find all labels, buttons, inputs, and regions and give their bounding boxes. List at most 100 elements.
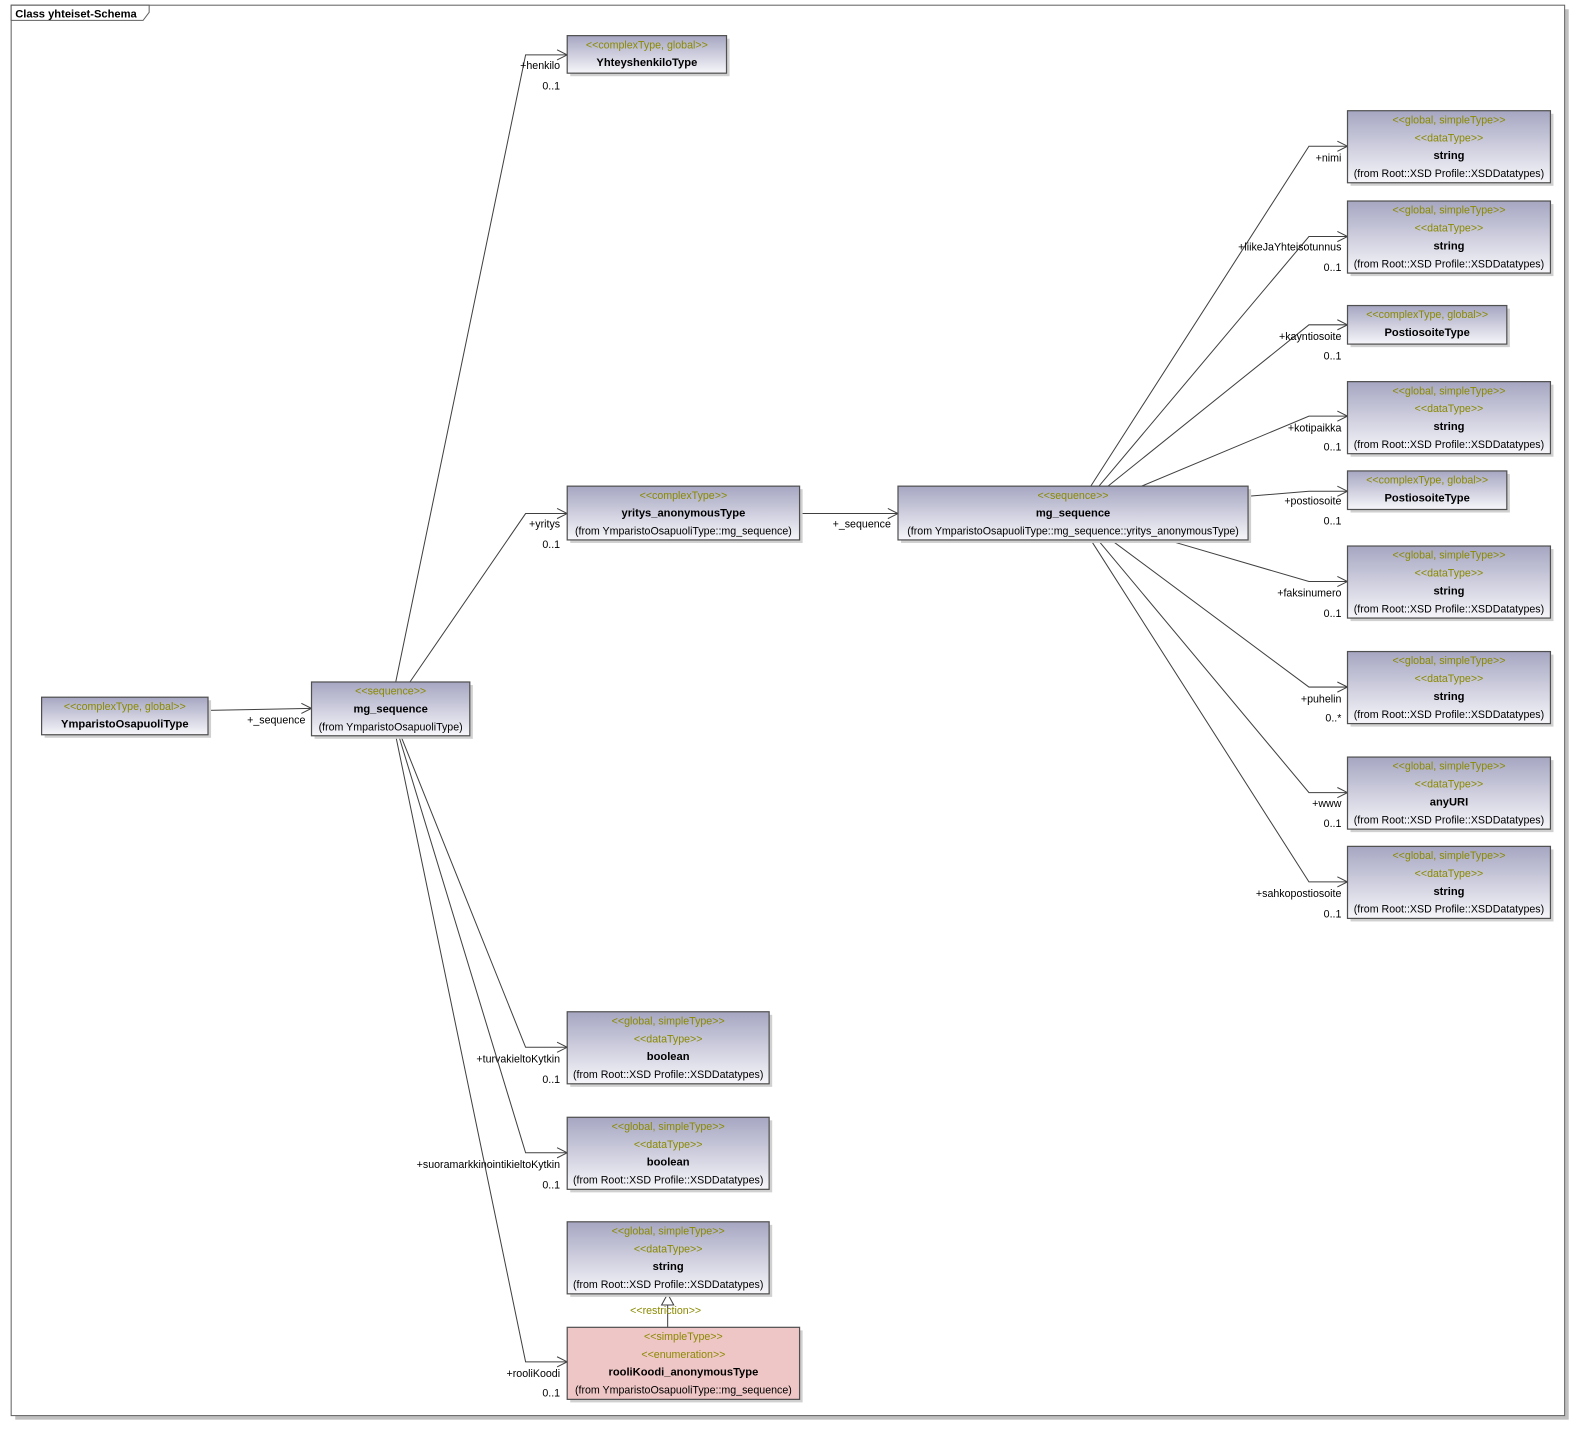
box-body[interactable] [566, 35, 728, 74]
class-box-liike[interactable]: <<global, simpleType>><<dataType>>string… [1346, 200, 1554, 277]
class-box-bool1[interactable]: <<global, simpleType>><<dataType>>boolea… [566, 1011, 773, 1087]
class-name: yritys_anonymousType [621, 508, 745, 520]
association-line[interactable] [208, 707, 312, 711]
class-box-str[interactable]: <<global, simpleType>><<dataType>>string… [566, 1221, 773, 1297]
box-body[interactable] [566, 1326, 801, 1400]
class-box-puhelin[interactable]: <<global, simpleType>><<dataType>>string… [1346, 650, 1554, 727]
class-box-www[interactable]: <<global, simpleType>><<dataType>>anyURI… [1346, 756, 1554, 833]
class-box-nimi[interactable]: <<global, simpleType>><<dataType>>string… [1346, 110, 1554, 186]
class-name: string [1433, 886, 1464, 898]
association-line[interactable] [1166, 539, 1348, 583]
class-box-bool2[interactable]: <<global, simpleType>><<dataType>>boolea… [566, 1116, 773, 1193]
class-box-seq1[interactable]: <<sequence>>mg_sequence(from YmparistoOs… [310, 681, 473, 739]
association-line[interactable] [1090, 145, 1348, 487]
namespace-label: (from Root::XSD Profile::XSDDatatypes) [573, 1175, 763, 1187]
class-box-posti[interactable]: <<complexType, global>>PostiosoiteType [1346, 470, 1510, 513]
box-body[interactable] [1346, 756, 1552, 830]
stereotype-label: <<global, simpleType>> [1392, 205, 1505, 217]
role-label: +www [1312, 798, 1342, 810]
association-line[interactable] [1107, 324, 1348, 487]
box-body[interactable] [1346, 650, 1552, 725]
stereotype-label: <<complexType, global>> [1366, 309, 1488, 321]
box-body[interactable] [1346, 381, 1552, 455]
class-box-yht[interactable]: <<complexType, global>>YhteyshenkiloType [566, 35, 730, 77]
class-box-rooli[interactable]: <<simpleType>><<enumeration>>rooliKoodi_… [566, 1326, 803, 1403]
multiplicity-label: 0..1 [542, 1179, 560, 1191]
association-line[interactable] [409, 513, 568, 683]
role-label: +_sequence [247, 715, 305, 727]
class-box-sahko[interactable]: <<global, simpleType>><<dataType>>string… [1346, 845, 1554, 922]
class-box-seq2[interactable]: <<sequence>>mg_sequence(from YmparistoOs… [897, 485, 1252, 543]
stereotype-label: <<global, simpleType>> [1392, 850, 1505, 862]
box-body[interactable] [1346, 845, 1552, 920]
class-box-ymp[interactable]: <<complexType, global>>YmparistoOsapuoli… [40, 696, 212, 738]
association-seq1[interactable]: +_sequence [208, 702, 313, 727]
box-body[interactable] [566, 1116, 770, 1190]
frame-title-tab [10, 4, 150, 21]
role-label: +_sequence [833, 519, 891, 531]
box-body[interactable] [40, 696, 209, 736]
association-line[interactable] [398, 735, 568, 1154]
association-line[interactable] [1090, 539, 1348, 883]
multiplicity-label: 0..1 [1324, 908, 1342, 920]
namespace-label: (from YmparistoOsapuoliType::mg_sequence… [907, 526, 1239, 538]
stereotype-label: <<global, simpleType>> [1392, 655, 1505, 667]
box-body[interactable] [566, 1011, 770, 1085]
box-body[interactable] [1346, 545, 1552, 619]
box-body[interactable] [1346, 304, 1508, 345]
box-body[interactable] [566, 1221, 770, 1295]
association-line[interactable] [1097, 539, 1348, 794]
association-line[interactable] [400, 735, 568, 1048]
box-body[interactable] [1346, 110, 1552, 184]
classes: <<complexType, global>>YmparistoOsapuoli… [40, 35, 1554, 1403]
association-liike[interactable]: +liikeJaYhteisotunnus 0..1 [1098, 231, 1349, 487]
stereotype-label: <<global, simpleType>> [1392, 550, 1505, 562]
multiplicity-label: 0..* [1325, 713, 1341, 725]
association-line[interactable] [395, 54, 568, 683]
box-body[interactable] [1346, 470, 1508, 511]
restriction-generalization[interactable]: <<restriction>> [630, 1292, 701, 1328]
multiplicity-label: 0..1 [1324, 262, 1342, 274]
class-box-kaynti[interactable]: <<complexType, global>>PostiosoiteType [1346, 304, 1510, 348]
stereotype-label: <<global, simpleType>> [1392, 114, 1505, 126]
stereotype-label: <<dataType>> [634, 1139, 703, 1151]
class-box-yritys[interactable]: <<complexType>>yritys_anonymousType(from… [566, 485, 803, 543]
box-body[interactable] [897, 485, 1249, 541]
association-line[interactable] [1098, 236, 1348, 487]
restriction-label: <<restriction>> [630, 1305, 701, 1317]
class-name: YhteyshenkiloType [596, 57, 697, 69]
class-name: string [653, 1261, 684, 1273]
class-name: PostiosoiteType [1384, 492, 1469, 504]
role-label: +liikeJaYhteisotunnus [1238, 242, 1341, 254]
association-line[interactable] [1248, 490, 1348, 497]
association-line[interactable] [1141, 415, 1348, 487]
association-line[interactable] [1110, 539, 1348, 688]
association-nimi[interactable]: +nimi [1090, 140, 1349, 487]
stereotype-label: <<dataType>> [1415, 223, 1484, 235]
multiplicity-label: 0..1 [542, 1387, 560, 1399]
stereotype-label: <<global, simpleType>> [1392, 385, 1505, 397]
role-label: +faksinumero [1277, 588, 1341, 600]
class-box-faksi[interactable]: <<global, simpleType>><<dataType>>string… [1346, 545, 1554, 622]
box-body[interactable] [1346, 200, 1552, 274]
box-body[interactable] [566, 485, 801, 541]
namespace-label: (from Root::XSD Profile::XSDDatatypes) [1354, 709, 1544, 721]
role-label: +yritys [529, 519, 560, 531]
role-label: +kotipaikka [1288, 422, 1342, 434]
multiplicity-label: 0..1 [1324, 516, 1342, 528]
class-name: boolean [647, 1051, 690, 1063]
box-body[interactable] [310, 681, 471, 737]
class-box-koti[interactable]: <<global, simpleType>><<dataType>>string… [1346, 381, 1554, 457]
association-line[interactable] [395, 735, 568, 1363]
